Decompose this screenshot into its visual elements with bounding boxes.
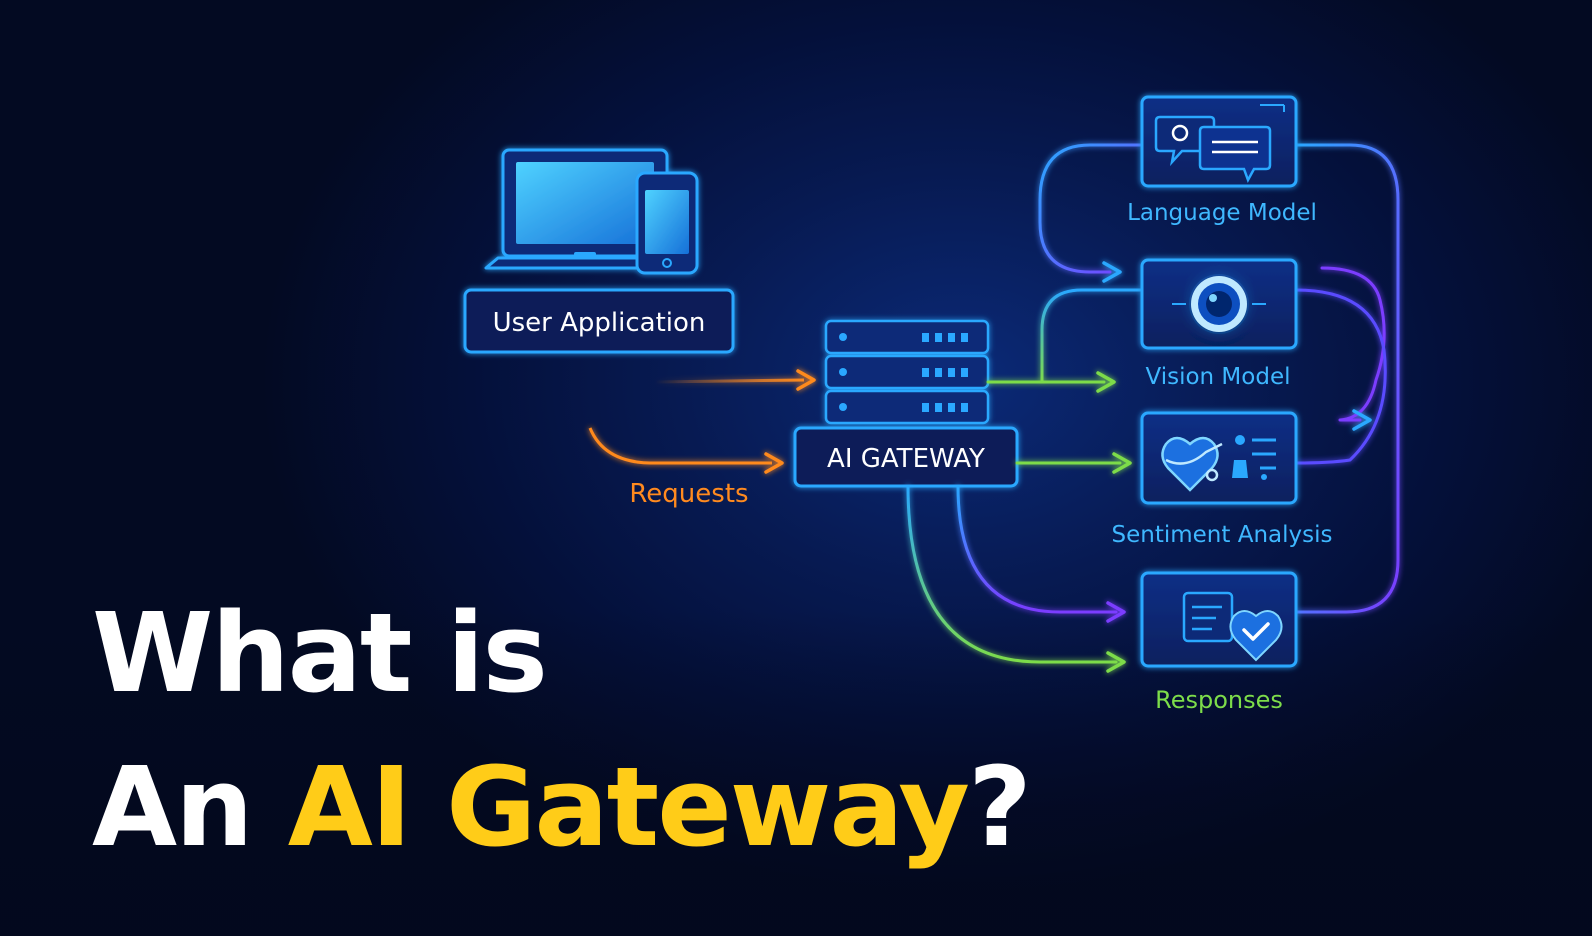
headline-prefix: An [92,743,288,871]
headline-accent: AI Gateway [287,743,970,871]
heart-analysis-icon [1161,435,1276,492]
vision-model-node [1140,258,1298,350]
vision-arrowhead [1096,371,1116,393]
vision-model-label: Vision Model [1145,364,1290,390]
user-application-node [463,148,735,354]
user-application-box [463,288,735,354]
background-shade [0,610,1592,936]
model-loop-connectors [1038,143,1400,614]
chat-bubbles-icon [1154,104,1285,184]
right-inner-loop [1320,266,1386,422]
camera-lens-icon [1172,274,1266,334]
loop-arrowhead-right [1352,409,1372,431]
request-arrowhead-lower [764,452,784,474]
sentiment-analysis-label: Sentiment Analysis [1112,522,1333,548]
sentiment-return-loop [1294,288,1387,465]
request-arrow-upper [654,378,805,384]
ai-gateway-box [793,426,1019,488]
loop-arrowhead-left [1102,261,1122,283]
vision-branch-connector [1040,288,1142,384]
server-stack-icon [824,319,990,425]
headline-suffix: ? [967,743,1032,871]
language-model-label: Language Model [1127,200,1317,226]
ai-gateway-label: AI GATEWAY [827,444,985,474]
headline-line-1: What is [92,589,548,717]
requests-label: Requests [629,479,748,509]
sentiment-arrowhead [1112,452,1132,474]
request-arrow-lower [588,427,772,465]
responses-green-connector [906,484,1118,664]
document-check-icon [1182,591,1283,662]
responses-green-arrowhead [1106,651,1126,673]
right-outer-loop [1294,143,1400,614]
language-model-node [1140,95,1298,188]
request-arrowhead-upper [796,369,816,391]
headline-line-2: An AI Gateway? [92,752,1032,862]
language-to-vision-loop [1038,143,1142,274]
responses-purple-arrowhead [1106,601,1126,623]
smartphone-icon [635,171,699,275]
responses-purple-connector [956,484,1118,614]
sentiment-analysis-node [1140,411,1298,505]
responses-node [1140,571,1298,668]
gateway-to-models-connectors [906,288,1142,673]
responses-label: Responses [1155,686,1283,714]
request-arrows [588,369,816,474]
user-application-label: User Application [493,308,706,338]
